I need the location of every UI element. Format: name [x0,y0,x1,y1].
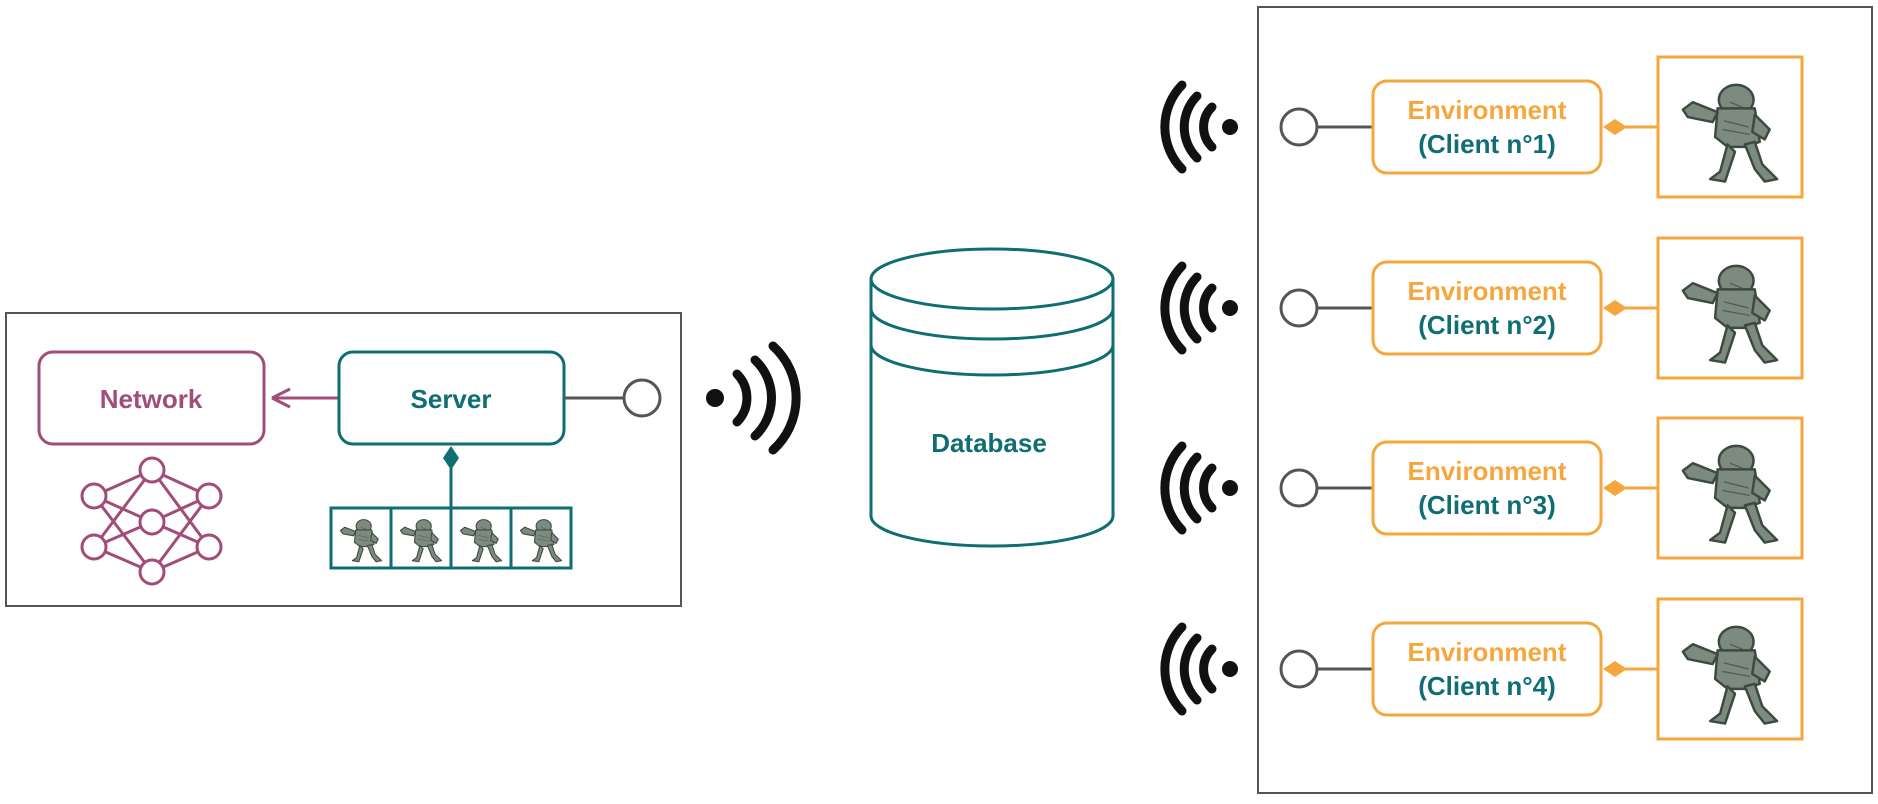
server-label: Server [411,384,492,414]
client-row-4: Environment (Client n°4) [1160,597,1804,741]
client-wifi-icon [1160,80,1238,174]
database-cylinder[interactable]: Database [869,247,1115,548]
clients-panel-frame [1257,6,1873,794]
client-composition-diamond [1603,300,1627,316]
environment-node[interactable]: Environment (Client n°3) [1371,440,1603,536]
client-wifi-icon [1160,441,1238,535]
server-port[interactable] [622,378,662,418]
environment-node[interactable]: Environment (Client n°4) [1371,621,1603,717]
client-wifi-icon [1160,261,1238,355]
client-label: (Client n°4) [1418,671,1556,701]
server-panel-frame [5,312,682,607]
client-row-2: Environment (Client n°2) [1160,236,1804,380]
server-node[interactable]: Server [337,350,566,446]
environment-label: Environment [1408,456,1567,486]
client-label: (Client n°3) [1418,490,1556,520]
server-wifi-icon [706,341,801,455]
client-wifi-icon [1160,622,1238,716]
environment-box [1371,621,1603,717]
network-node[interactable]: Network [37,350,266,446]
network-box [37,350,266,446]
client-label: (Client n°2) [1418,310,1556,340]
client-port[interactable] [1279,468,1319,508]
server-to-network-arrow [271,387,339,409]
client-row-3: Environment (Client n°3) [1160,416,1804,560]
client-port[interactable] [1279,288,1319,328]
environment-label: Environment [1408,637,1567,667]
server-composition-link [443,446,459,508]
environment-node[interactable]: Environment (Client n°1) [1371,79,1603,175]
client-port[interactable] [1279,649,1319,689]
client-label: (Client n°1) [1418,129,1556,159]
clients-list: Environment (Client n°1) Environment (Clien… [1160,55,1804,741]
environment-box [1371,440,1603,536]
client-port[interactable] [1279,107,1319,147]
database-label: Database [931,428,1047,458]
snapshot-strip [329,506,573,570]
client-composition-diamond [1603,480,1627,496]
environment-node[interactable]: Environment (Client n°2) [1371,260,1603,356]
client-composition-diamond [1603,119,1627,135]
client-row-1: Environment (Client n°1) [1160,55,1804,199]
environment-box [1371,260,1603,356]
client-composition-diamond [1603,661,1627,677]
network-label: Network [100,384,203,414]
environment-box [1371,79,1603,175]
environment-label: Environment [1408,276,1567,306]
neural-network-icon [80,456,223,586]
environment-label: Environment [1408,95,1567,125]
